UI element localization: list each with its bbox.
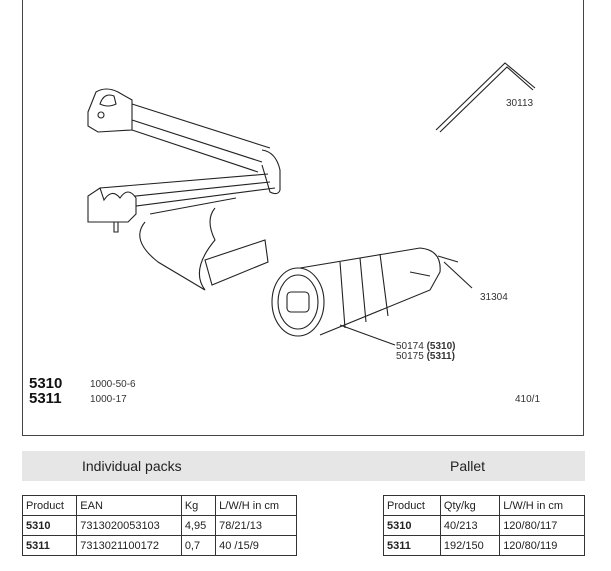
cell: 5311 <box>383 535 441 556</box>
header-cell: L/W/H in cm <box>499 495 585 516</box>
header-cell: Kg <box>180 495 217 516</box>
part-label-lock-5310: 50174 (5310) <box>396 341 456 352</box>
individual-packs-table: Product EAN Kg L/W/H in cm 5310 73130200… <box>21 495 297 556</box>
cell: 0,7 <box>180 535 217 556</box>
exploded-parts-illustration <box>87 62 536 346</box>
part-label-lock-5311: 50175 (5311) <box>396 351 455 362</box>
page-ref: 410/1 <box>515 394 541 405</box>
cell: 5310 <box>21 515 78 536</box>
pallet-table: Product Qty/kg L/W/H in cm 5310 40/213 1… <box>383 495 585 556</box>
pallet-heading: Pallet <box>450 458 486 474</box>
model: (5310) <box>426 341 456 352</box>
lock-cylinder-illustration <box>271 247 473 346</box>
cell: 5310 <box>383 515 441 536</box>
cell: 78/21/13 <box>215 515 297 536</box>
table-row: 5310 40/213 120/80/117 <box>383 515 585 536</box>
table-row: 5311 7313021100172 0,7 40 /15/9 <box>21 535 297 556</box>
drawing-frame <box>22 0 584 436</box>
header-cell: Qty/kg <box>439 495 501 516</box>
table-header-row: Product EAN Kg L/W/H in cm <box>21 495 297 516</box>
product-ref: 1000-50-6 <box>90 379 136 390</box>
cell: 192/150 <box>439 535 501 556</box>
cell: 120/80/119 <box>499 535 585 556</box>
section-header-band: Individual packs Pallet <box>22 451 585 481</box>
table-header-row: Product Qty/kg L/W/H in cm <box>383 495 585 516</box>
header-cell: Product <box>21 495 78 516</box>
table-row: 5310 7313020053103 4,95 78/21/13 <box>21 515 297 536</box>
ski-carrier-illustration <box>87 88 281 291</box>
cell: 7313021100172 <box>76 535 182 556</box>
product-ref: 1000-17 <box>90 394 127 405</box>
cell: 7313020053103 <box>76 515 182 536</box>
cell: 40 /15/9 <box>215 535 297 556</box>
table-row: 5311 192/150 120/80/119 <box>383 535 585 556</box>
hex-key-illustration <box>435 62 536 133</box>
product-code: 5311 <box>29 390 62 407</box>
header-cell: L/W/H in cm <box>215 495 297 516</box>
individual-packs-heading: Individual packs <box>82 458 182 474</box>
part-number: 50174 <box>396 341 424 352</box>
header-cell: Product <box>383 495 441 516</box>
part-number: 50175 <box>396 351 424 362</box>
part-label-screw: 31304 <box>480 292 508 303</box>
cell: 5311 <box>21 535 78 556</box>
header-cell: EAN <box>76 495 182 516</box>
cell: 120/80/117 <box>499 515 585 536</box>
cell: 4,95 <box>180 515 217 536</box>
product-code: 5310 <box>29 375 63 392</box>
cell: 40/213 <box>439 515 501 536</box>
model: (5311) <box>426 351 455 362</box>
part-label-hex-key: 30113 <box>506 98 534 109</box>
